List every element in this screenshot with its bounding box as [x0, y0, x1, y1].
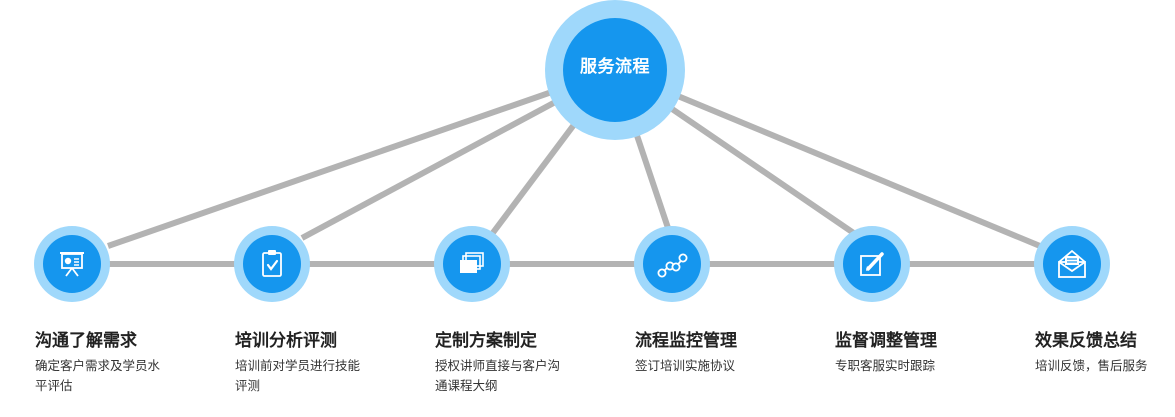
step-2: 培训分析评测 培训前对学员进行技能评测 [235, 330, 385, 396]
step-6: 效果反馈总结 培训反馈，售后服务 [1035, 330, 1175, 376]
step-node-2 [234, 226, 310, 302]
step-1: 沟通了解需求 确定客户需求及学员水平评估 [35, 330, 185, 396]
edit-pencil-icon [860, 252, 884, 276]
envelope-icon [1058, 249, 1086, 278]
hub-circle [563, 18, 667, 122]
step-4: 流程监控管理 签订培训实施协议 [635, 330, 785, 376]
step-node-1 [34, 226, 110, 302]
step-description: 授权讲师直接与客户沟通课程大纲 [435, 358, 561, 393]
step-5: 监督调整管理 专职客服实时跟踪 [835, 330, 985, 376]
process-nodes-icon [657, 253, 688, 278]
step-title: 监督调整管理 [835, 331, 937, 351]
clipboard-check-icon [262, 250, 282, 277]
step-description: 培训前对学员进行技能评测 [235, 358, 361, 393]
step-node-circle [243, 235, 301, 293]
step-node-5 [834, 226, 910, 302]
spoke-connector-1 [107, 67, 616, 249]
hub-node [545, 0, 685, 140]
step-nodes [34, 226, 1110, 302]
step-description: 专职客服实时跟踪 [835, 358, 936, 373]
step-node-3 [434, 226, 510, 302]
presentation-board-icon [60, 252, 84, 277]
step-description: 签订培训实施协议 [635, 358, 736, 373]
step-title: 沟通了解需求 [35, 331, 137, 351]
step-title: 流程监控管理 [635, 331, 737, 351]
step-node-4 [634, 226, 710, 302]
step-node-circle [43, 235, 101, 293]
spoke-connector-6 [613, 67, 1042, 249]
step-title: 效果反馈总结 [1035, 331, 1137, 351]
step-title: 定制方案制定 [435, 331, 537, 351]
hub-label: 服务流程 [580, 57, 650, 77]
step-title: 培训分析评测 [235, 331, 337, 351]
stacked-pages-icon [460, 252, 484, 273]
step-description: 确定客户需求及学员水平评估 [35, 358, 161, 393]
step-3: 定制方案制定 授权讲师直接与客户沟通课程大纲 [435, 330, 585, 396]
step-node-6 [1034, 226, 1110, 302]
step-description: 培训反馈，售后服务 [1035, 358, 1148, 373]
